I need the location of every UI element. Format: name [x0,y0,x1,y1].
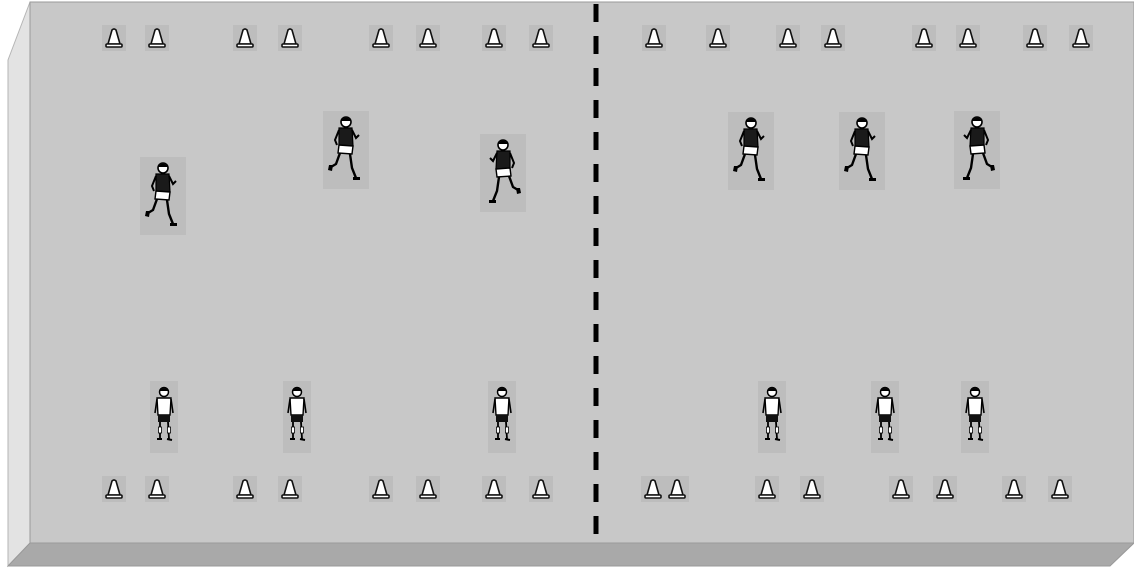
cone-top-3 [233,25,257,51]
cone-bottom-7 [482,476,506,502]
attacker-player-2 [323,111,369,189]
cone-top-1 [102,25,126,51]
pitch-bottom-face [8,543,1134,566]
cone-top-4 [278,25,302,51]
defender-player-4 [758,381,786,453]
cone-top-5 [369,25,393,51]
cone-bottom-11 [755,476,779,502]
cone-bottom-4 [278,476,302,502]
cone-bottom-2 [145,476,169,502]
attacker-player-4 [728,112,774,190]
cone-top-13 [912,25,936,51]
cone-top-2 [145,25,169,51]
pitch-surface [30,2,1134,543]
cone-bottom-16 [1048,476,1072,502]
cone-bottom-6 [416,476,440,502]
defender-player-1 [150,381,178,453]
cone-bottom-10 [665,476,689,502]
pitch-side-face [8,2,30,566]
defender-player-6 [961,381,989,453]
cone-bottom-5 [369,476,393,502]
cone-top-12 [821,25,845,51]
cone-bottom-3 [233,476,257,502]
attacker-player-6 [954,111,1000,189]
cone-bottom-12 [800,476,824,502]
cone-bottom-1 [102,476,126,502]
cone-top-10 [706,25,730,51]
cone-bottom-13 [889,476,913,502]
defender-player-5 [871,381,899,453]
cone-top-9 [642,25,666,51]
cone-bottom-8 [529,476,553,502]
cone-top-7 [482,25,506,51]
attacker-player-3 [480,134,526,212]
cone-bottom-9 [641,476,665,502]
defender-player-2 [283,381,311,453]
attacker-player-5 [839,112,885,190]
cone-bottom-14 [933,476,957,502]
cone-bottom-15 [1002,476,1026,502]
attacker-player-1 [140,157,186,235]
cone-top-11 [776,25,800,51]
defender-player-3 [488,381,516,453]
cone-top-15 [1023,25,1047,51]
cone-top-14 [956,25,980,51]
cone-top-16 [1069,25,1093,51]
cone-top-6 [416,25,440,51]
cone-top-8 [529,25,553,51]
